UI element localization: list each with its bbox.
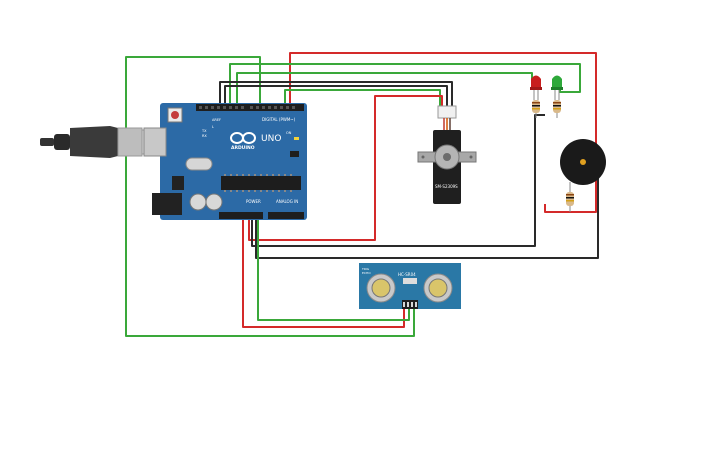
ultrasonic-sensor[interactable]: HC-SR04 TRIG ECHO: [359, 263, 461, 309]
wire-black-servo-1[interactable]: [219, 81, 453, 108]
resistor[interactable]: [532, 100, 540, 118]
servo-connector: [437, 105, 457, 119]
digital-pins: [199, 106, 295, 109]
analog-header[interactable]: [268, 212, 304, 219]
wire-green-sensor-trig[interactable]: [257, 215, 410, 321]
reset-button[interactable]: [171, 111, 179, 119]
analog-header-label: ANALOG IN: [276, 199, 298, 204]
power-jack: [152, 193, 182, 215]
servo-model-label: SM-S2309S: [435, 184, 458, 189]
wire-red-top[interactable]: [289, 52, 597, 213]
wire-green-led[interactable]: [229, 63, 581, 107]
trig-label: TRIG: [361, 267, 370, 271]
l-label: L: [212, 125, 214, 129]
icsp-header: [290, 151, 299, 157]
voltage-regulator: [172, 176, 184, 190]
wire-black-servo-2[interactable]: [224, 85, 448, 108]
brand-label: ARDUINO: [231, 145, 255, 151]
tx-label: TX: [201, 129, 207, 133]
wire-red-servo[interactable]: [248, 95, 443, 241]
digital-header-label: DIGITAL (PWM~): [262, 117, 296, 122]
sensor-crystal: [403, 278, 417, 284]
piezo-buzzer[interactable]: [560, 139, 606, 190]
resistor[interactable]: [566, 186, 574, 212]
green-led[interactable]: [551, 75, 563, 101]
atmega-chip: [221, 176, 301, 190]
wire-green-sensor-vcc[interactable]: [125, 56, 415, 337]
usb-port: [143, 127, 167, 157]
capacitor: [189, 193, 207, 211]
power-header-label: POWER: [246, 199, 261, 204]
arduino-logo-icon: [230, 132, 256, 144]
wire-black-gnd[interactable]: [251, 114, 545, 247]
model-label: UNO: [261, 134, 281, 144]
crystal: [185, 157, 213, 171]
wire-red-sensor[interactable]: [242, 215, 405, 328]
on-label: ON: [286, 131, 292, 135]
aref-label: AREF: [212, 118, 221, 122]
power-header[interactable]: [219, 212, 263, 219]
resistor[interactable]: [553, 100, 561, 118]
echo-label: ECHO: [362, 271, 371, 275]
servo-motor[interactable]: SM-S2309S: [417, 105, 477, 204]
red-led[interactable]: [530, 75, 542, 101]
rx-label: RX: [202, 134, 207, 138]
sensor-pin-header[interactable]: [402, 300, 418, 309]
capacitor: [205, 193, 223, 211]
arduino-board[interactable]: DIGITAL (PWM~) AREF ARDUINO UNO TX RX L …: [143, 103, 307, 220]
wire-green-servo[interactable]: [284, 89, 441, 108]
sensor-model-label: HC-SR04: [398, 272, 416, 277]
